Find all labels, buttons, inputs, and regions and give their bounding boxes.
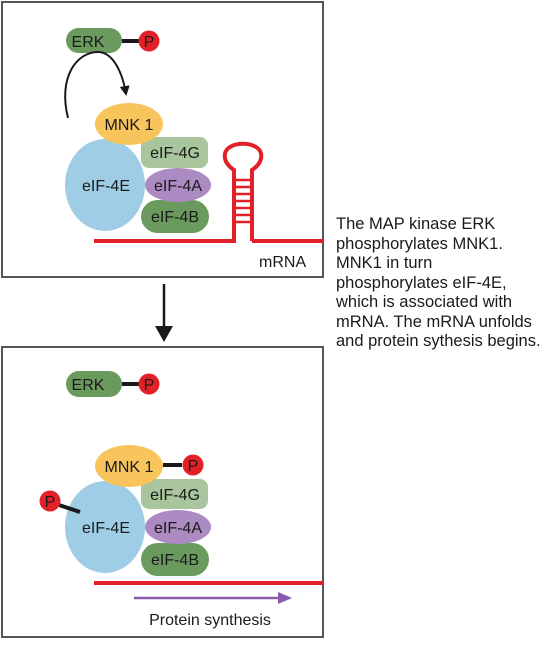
mnk1-protein (95, 445, 163, 487)
eif4g-label: eIF-4G (150, 487, 200, 504)
eif4g-protein (141, 479, 208, 509)
eif4b-protein (141, 200, 209, 233)
mnk1-protein (95, 103, 163, 145)
eif4e-phosphate-bond (58, 503, 81, 514)
curved-arrow (64, 50, 130, 119)
erk-protein (66, 28, 122, 53)
eif4e-protein (65, 139, 145, 231)
erk-phosphate-label: P (144, 34, 155, 51)
eif4e-phosphate (39, 490, 61, 512)
top-panel: ERK P mRNA eIF-4G eIF-4B eIF- (1, 1, 324, 278)
erk-phosphate-label: P (144, 377, 155, 394)
eif4b-label: eIF-4B (151, 209, 199, 226)
eif4a-protein (145, 168, 211, 202)
mnk1-phosphate-label: P (188, 458, 199, 475)
erk-label: ERK (72, 377, 105, 394)
eif4a-label: eIF-4A (154, 178, 202, 195)
erk-phosphorylated: ERK P (66, 28, 160, 53)
protein-synthesis-label: Protein synthesis (149, 612, 271, 629)
mrna-strand (94, 141, 323, 243)
mnk1-label: MNK 1 (105, 117, 154, 134)
erk-phosphate (138, 373, 160, 395)
eif4e-label: eIF-4E (82, 520, 130, 537)
eif4a-protein (145, 510, 211, 544)
eif4e-protein (65, 481, 145, 573)
mrna-label: mRNA (259, 254, 306, 271)
transition-arrow (155, 284, 173, 342)
figure-caption: The MAP kinase ERK phosphorylates MNK1. … (336, 215, 541, 350)
eif4b-protein (141, 543, 209, 576)
eif4b-label: eIF-4B (151, 552, 199, 569)
bottom-panel: ERK P Protein synthesis eIF-4G eIF-4B eI… (1, 346, 324, 638)
eif4a-label: eIF-4A (154, 520, 202, 537)
eif4e-phosphate-label: P (45, 494, 56, 511)
erk-phosphorylated-bottom: ERK P (66, 371, 160, 397)
erk-phosphate (138, 30, 160, 52)
mnk1-phosphate (182, 454, 204, 476)
mrna-hairpin (222, 141, 264, 241)
eif4e-label: eIF-4E (82, 178, 130, 195)
erk-protein (66, 371, 122, 397)
erk-label: ERK (72, 34, 105, 51)
eif4g-protein (141, 137, 208, 168)
eif4g-label: eIF-4G (150, 145, 200, 162)
mnk1-label: MNK 1 (105, 459, 154, 476)
